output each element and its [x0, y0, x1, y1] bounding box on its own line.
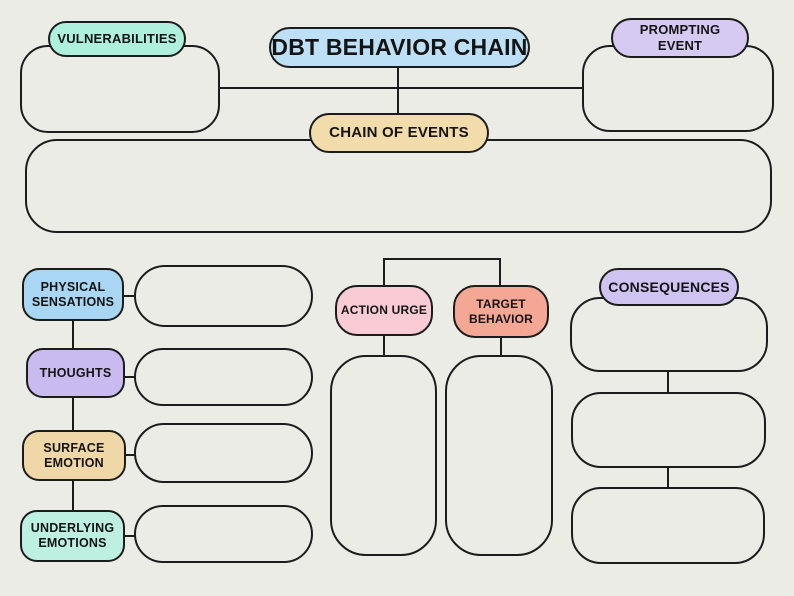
- connector-line: [397, 68, 399, 115]
- target-behavior-label-pill: TARGET BEHAVIOR: [453, 285, 549, 338]
- physical-sensations-label-pill: PHYSICAL SENSATIONS: [22, 268, 124, 321]
- surface-emotion-label-pill: SURFACE EMOTION: [22, 430, 126, 481]
- chain-of-events-label-pill: CHAIN OF EVENTS: [309, 113, 489, 153]
- consequences-label: CONSEQUENCES: [608, 278, 730, 295]
- action-urge-label-pill: ACTION URGE: [335, 285, 433, 336]
- chain-of-events-field[interactable]: [25, 139, 772, 233]
- prompting-event-label-pill: PROMPTING EVENT: [611, 18, 749, 58]
- underlying-emotions-label: UNDERLYING EMOTIONS: [30, 521, 115, 550]
- chain-of-events-label: CHAIN OF EVENTS: [329, 124, 469, 141]
- physical-sensations-field[interactable]: [134, 265, 313, 327]
- target-behavior-label: TARGET BEHAVIOR: [468, 297, 534, 326]
- consequences-label-pill: CONSEQUENCES: [599, 268, 739, 306]
- physical-sensations-label: PHYSICAL SENSATIONS: [31, 279, 115, 309]
- connector-bracket: [383, 258, 501, 287]
- prompting-event-field[interactable]: [582, 45, 774, 132]
- connector-line: [72, 320, 74, 350]
- connector-line: [72, 480, 74, 512]
- target-behavior-field[interactable]: [445, 355, 553, 556]
- underlying-emotions-field[interactable]: [134, 505, 313, 563]
- title-pill: DBT BEHAVIOR CHAIN: [269, 27, 530, 68]
- surface-emotion-field[interactable]: [134, 423, 313, 483]
- consequences-field-3[interactable]: [571, 487, 765, 564]
- connector-line: [72, 397, 74, 432]
- connector-line: [122, 454, 136, 456]
- thoughts-field[interactable]: [134, 348, 313, 406]
- connector-line: [667, 467, 669, 489]
- connector-line: [667, 371, 669, 394]
- consequences-field-2[interactable]: [571, 392, 766, 468]
- vulnerabilities-label-pill: VULNERABILITIES: [48, 21, 186, 57]
- surface-emotion-label: SURFACE EMOTION: [43, 440, 105, 470]
- connector-line: [121, 376, 136, 378]
- connector-line: [121, 535, 136, 537]
- thoughts-label: THOUGHTS: [39, 365, 112, 380]
- underlying-emotions-label-pill: UNDERLYING EMOTIONS: [20, 510, 125, 562]
- page-title: DBT BEHAVIOR CHAIN: [271, 33, 528, 60]
- action-urge-field[interactable]: [330, 355, 437, 556]
- connector-line: [120, 295, 136, 297]
- action-urge-label: ACTION URGE: [340, 303, 428, 318]
- thoughts-label-pill: THOUGHTS: [26, 348, 125, 398]
- connector-line: [218, 87, 584, 89]
- connector-line: [383, 334, 385, 357]
- prompting-event-label: PROMPTING EVENT: [639, 22, 721, 53]
- consequences-field-1[interactable]: [570, 297, 768, 372]
- vulnerabilities-label: VULNERABILITIES: [57, 31, 177, 47]
- connector-line: [500, 336, 502, 357]
- vulnerabilities-field[interactable]: [20, 45, 220, 133]
